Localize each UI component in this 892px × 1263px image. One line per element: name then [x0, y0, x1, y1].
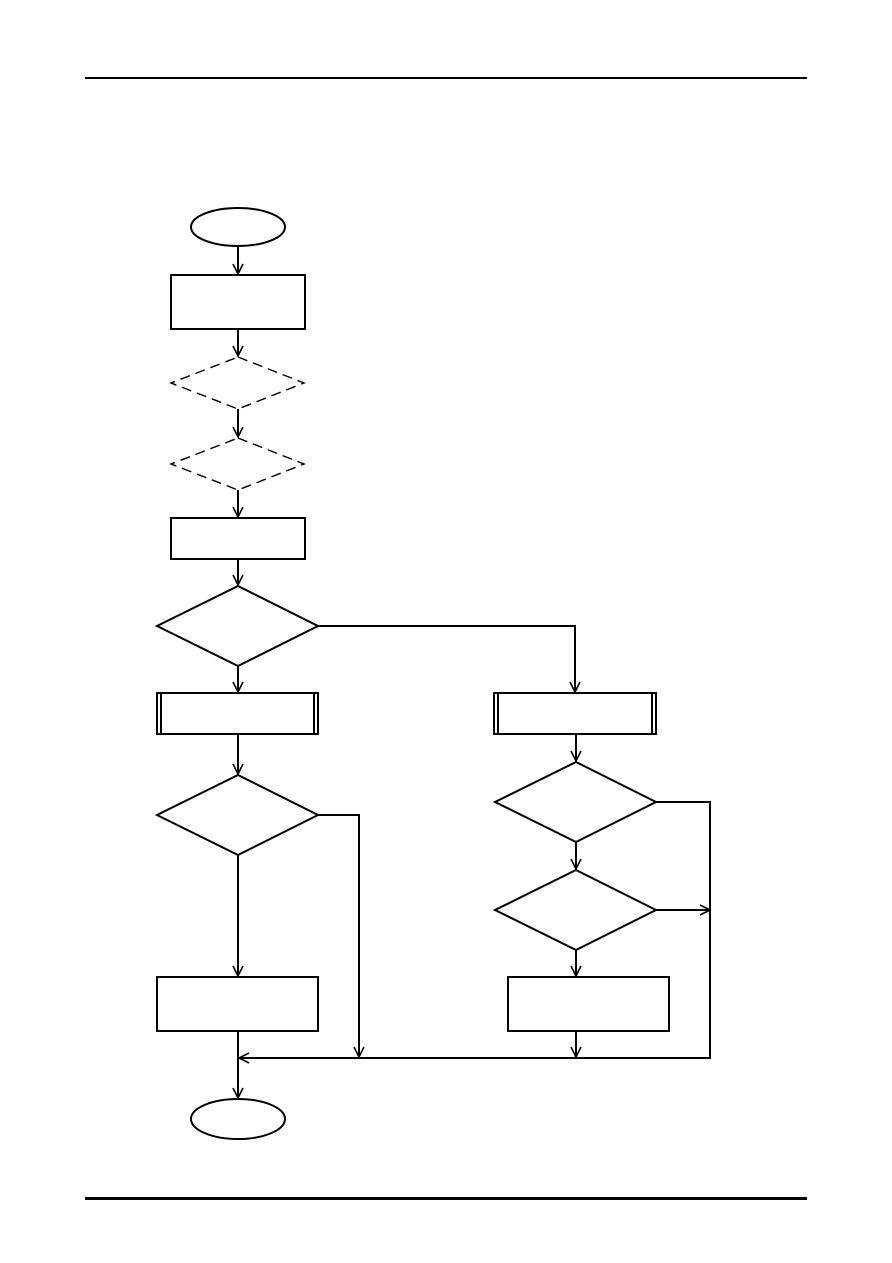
- process-box-1: [170, 274, 306, 330]
- decision-right-1: [492, 760, 659, 844]
- edge-decisionleft-merge: [318, 814, 359, 1057]
- start-terminator: [190, 207, 286, 247]
- subprocess-left: [156, 692, 319, 735]
- optional-decision-1: [169, 356, 306, 410]
- optional-decision-2: [169, 437, 306, 491]
- decision-right-2: [492, 868, 659, 952]
- edge-decision1-subright: [318, 625, 575, 692]
- process-box-right: [507, 976, 670, 1032]
- end-terminator: [190, 1098, 286, 1140]
- decision-1: [154, 584, 321, 668]
- process-box-left: [156, 976, 319, 1032]
- header-rule: [85, 77, 807, 79]
- process-box-2: [170, 517, 306, 560]
- edge-decisionright1-merge: [239, 801, 711, 1058]
- footer-rule: [85, 1197, 807, 1200]
- subprocess-right: [493, 692, 657, 735]
- decision-left: [154, 773, 321, 857]
